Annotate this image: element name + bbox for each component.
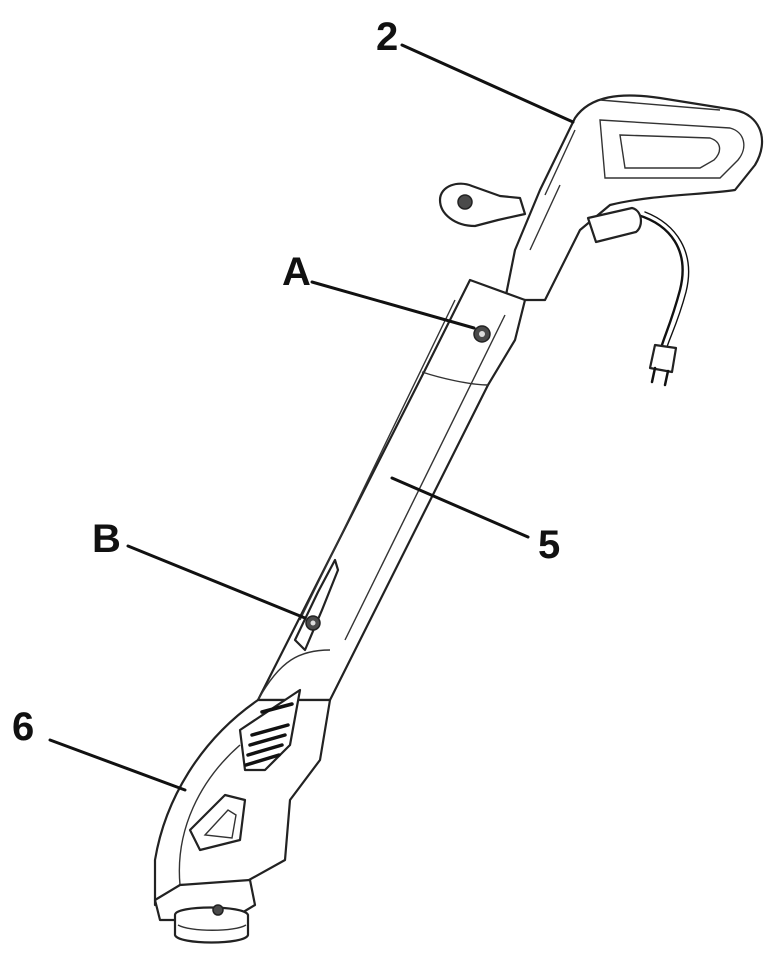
leader-line-5 [390, 476, 530, 539]
label-shaft-5: 5 [538, 523, 560, 567]
label-guard-6: 6 [12, 705, 34, 749]
label-screw-a: A [282, 250, 311, 294]
handle [503, 94, 764, 302]
adjustment-knob [438, 182, 527, 228]
leader-line-a [310, 280, 476, 330]
vent-slots [244, 702, 294, 767]
label-screw-b: B [92, 517, 121, 561]
power-cord [636, 211, 690, 348]
motor-housing-guard [153, 688, 332, 907]
screw-b-icon [305, 615, 321, 631]
label-handle-2: 2 [376, 15, 398, 59]
screw-a-icon [473, 325, 491, 343]
cable-clip [293, 558, 340, 652]
spool-head [153, 878, 257, 944]
leader-line-b [126, 544, 307, 620]
leader-line-2 [400, 43, 575, 124]
plug-icon [648, 343, 678, 387]
leader-line-6 [48, 738, 187, 792]
